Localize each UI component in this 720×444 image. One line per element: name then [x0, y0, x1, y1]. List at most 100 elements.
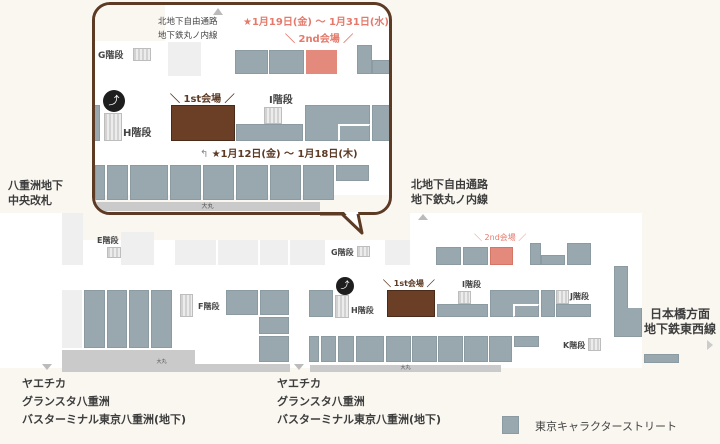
stairs-j-icon — [556, 290, 569, 304]
shop[interactable] — [84, 290, 105, 348]
shop[interactable] — [170, 165, 201, 200]
shop[interactable] — [338, 124, 370, 141]
shop[interactable] — [309, 290, 333, 317]
label-north-passage: 北地下自由通路地下鉄丸ノ内線 — [411, 178, 488, 206]
area-block — [62, 290, 82, 348]
stairs-f-label: F階段 — [198, 302, 220, 311]
daimaru-store[interactable]: 大丸 — [310, 365, 501, 372]
daimaru-store[interactable] — [195, 364, 290, 372]
shop[interactable] — [260, 290, 289, 315]
stairs-i-label: I階段 — [462, 280, 481, 289]
shop[interactable] — [567, 243, 591, 265]
shop[interactable] — [309, 336, 319, 362]
daimaru-store[interactable]: 大丸 — [95, 202, 320, 211]
area-block — [290, 240, 325, 265]
shop[interactable] — [464, 336, 488, 362]
shop[interactable] — [514, 336, 539, 347]
second-venue[interactable] — [490, 247, 513, 265]
first-venue-dates: ↰ ★1月12日(金) ～ 1月18日(木) — [200, 149, 358, 160]
shop[interactable] — [107, 165, 128, 200]
stairs-g-icon — [133, 48, 151, 61]
shop[interactable] — [270, 165, 301, 200]
shop[interactable] — [130, 165, 168, 200]
arrow-down-icon — [294, 364, 304, 370]
first-venue[interactable] — [387, 290, 435, 317]
arrow-up-icon — [213, 8, 223, 15]
daimaru-store[interactable]: 大丸 — [62, 350, 195, 372]
shop[interactable] — [644, 354, 679, 363]
second-venue-dates: ★1月19日(金) ～ 1月31日(水) — [243, 17, 389, 28]
stairs-h-label: H階段 — [351, 306, 374, 315]
stairs-j-label: J階段 — [570, 292, 589, 301]
escalator-icon: ⤴ — [103, 90, 125, 112]
label-bottom-left: ヤエチカグランスタ八重洲バスターミナル東京八重洲(地下) — [22, 377, 187, 426]
area-block — [62, 213, 83, 265]
stairs-h-icon — [104, 113, 122, 141]
shop[interactable] — [530, 243, 541, 265]
shop[interactable] — [372, 60, 389, 74]
label-yaesu-central: 八重洲地下中央改札 — [8, 179, 63, 207]
shop[interactable] — [463, 247, 488, 265]
second-venue-label: ＼ 2nd会場 ／ — [474, 233, 527, 242]
bubble-stairs-h-label: H階段 — [123, 128, 152, 139]
shop[interactable] — [236, 124, 303, 141]
first-venue[interactable] — [171, 105, 235, 141]
callout-tail — [320, 212, 364, 235]
shop[interactable] — [303, 165, 334, 200]
pointer-arrow-icon: ↰ — [200, 149, 212, 160]
stairs-e-icon — [107, 247, 121, 258]
shop[interactable] — [436, 247, 461, 265]
label-bottom-mid: ヤエチカグランスタ八重洲バスターミナル東京八重洲(地下) — [277, 377, 442, 426]
shop[interactable] — [386, 336, 411, 362]
shop[interactable] — [338, 336, 354, 362]
shop[interactable] — [235, 50, 268, 74]
shop[interactable] — [614, 308, 642, 337]
shop[interactable] — [513, 304, 539, 317]
stairs-e-label: E階段 — [97, 236, 119, 245]
shop[interactable] — [438, 336, 463, 362]
shop[interactable] — [151, 290, 172, 348]
shop[interactable] — [95, 165, 105, 200]
bubble-north-label: 北地下自由通路地下鉄丸ノ内線 — [158, 17, 218, 41]
shop[interactable] — [489, 336, 512, 362]
area-block — [218, 240, 258, 265]
shop[interactable] — [412, 336, 437, 362]
shop[interactable] — [437, 304, 488, 317]
area-block — [260, 240, 288, 265]
daimaru-label: 大丸 — [400, 365, 411, 371]
second-venue[interactable] — [306, 50, 337, 74]
shop[interactable] — [107, 290, 127, 348]
shop[interactable] — [129, 290, 149, 348]
stairs-g-label: G階段 — [331, 248, 354, 257]
shop[interactable] — [357, 45, 372, 74]
bubble-first-venue-label: ＼ 1st会場 ／ — [170, 94, 235, 105]
daimaru-label: 大丸 — [156, 359, 167, 365]
floor-area — [95, 5, 165, 41]
shop[interactable] — [226, 290, 258, 315]
shop[interactable] — [541, 290, 555, 317]
shop[interactable] — [269, 50, 304, 74]
shop[interactable] — [321, 336, 336, 362]
shop[interactable] — [259, 336, 289, 362]
first-venue-label: ＼ 1st会場 ／ — [383, 279, 435, 288]
shop[interactable] — [203, 165, 234, 200]
shop[interactable] — [541, 255, 565, 265]
shop[interactable] — [556, 304, 591, 317]
arrow-down-icon — [42, 364, 52, 370]
stairs-f-icon — [180, 294, 193, 317]
shop[interactable] — [356, 336, 384, 362]
shop[interactable] — [95, 105, 100, 141]
shop[interactable] — [336, 165, 369, 181]
escalator-icon: ⤴ — [336, 277, 354, 295]
stairs-g-icon — [357, 246, 370, 257]
floor-area — [410, 213, 642, 243]
shop[interactable] — [372, 105, 389, 141]
stairs-k-label: K階段 — [563, 341, 586, 350]
shop[interactable] — [236, 165, 268, 200]
area-block — [175, 240, 216, 265]
stairs-k-icon — [588, 338, 601, 351]
bubble-stairs-i-label: I階段 — [269, 95, 293, 106]
legend-swatch — [502, 416, 519, 434]
legend-label: 東京キャラクターストリート — [535, 420, 678, 433]
shop[interactable] — [259, 317, 289, 334]
